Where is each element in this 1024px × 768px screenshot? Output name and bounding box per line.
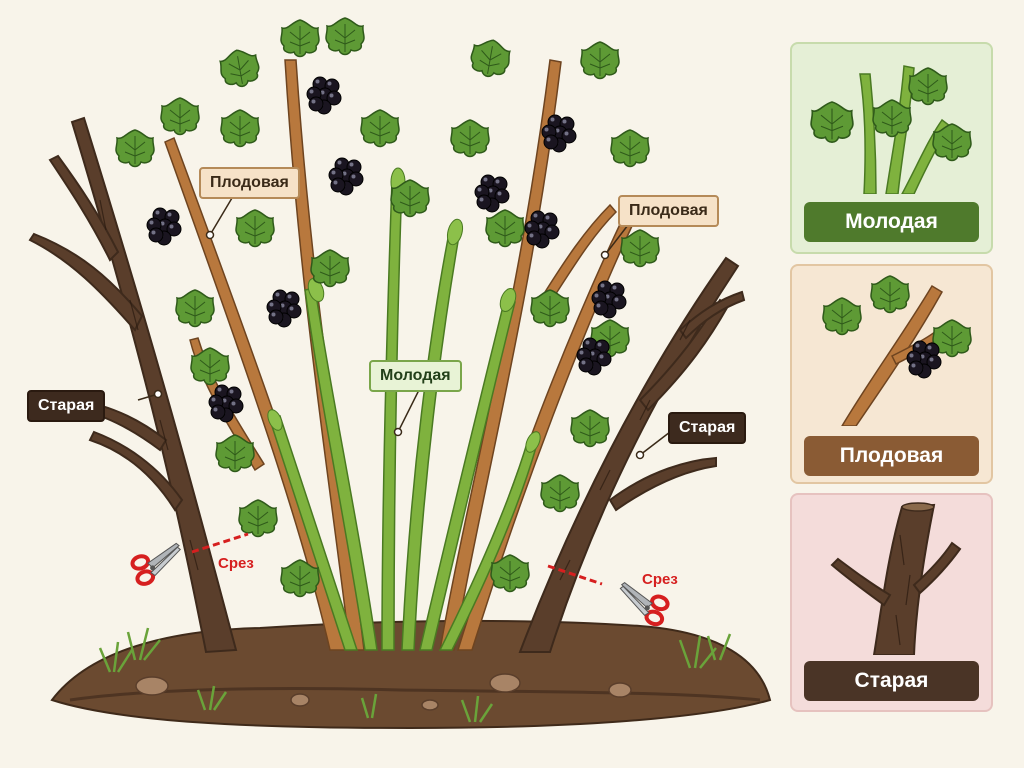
label-fruit-left: Плодовая bbox=[199, 167, 300, 199]
legend-card-fruit: Плодовая bbox=[790, 264, 993, 484]
label-fruit-right: Плодовая bbox=[618, 195, 719, 227]
old-branch-icon bbox=[830, 502, 962, 655]
cut-marks bbox=[191, 532, 603, 586]
legend-card-old: Старая bbox=[790, 493, 993, 712]
label-young-center: Молодая bbox=[369, 360, 462, 392]
legend-fruit-label: Плодовая bbox=[804, 436, 979, 476]
fruit-branch-icon bbox=[822, 275, 972, 426]
label-old-left: Старая bbox=[27, 390, 106, 422]
old-branches bbox=[28, 116, 746, 654]
legend-card-young: Молодая bbox=[790, 42, 993, 254]
label-old-right: Старая bbox=[668, 412, 747, 444]
legend-young-label: Молодая bbox=[804, 202, 979, 242]
label-cut-right: Срез bbox=[642, 571, 678, 588]
scissors-icon bbox=[610, 579, 672, 629]
legend-old-label: Старая bbox=[804, 661, 979, 701]
scissors-icon bbox=[128, 540, 190, 588]
label-cut-left: Срез bbox=[218, 555, 254, 572]
young-shoot-icon bbox=[810, 65, 972, 194]
